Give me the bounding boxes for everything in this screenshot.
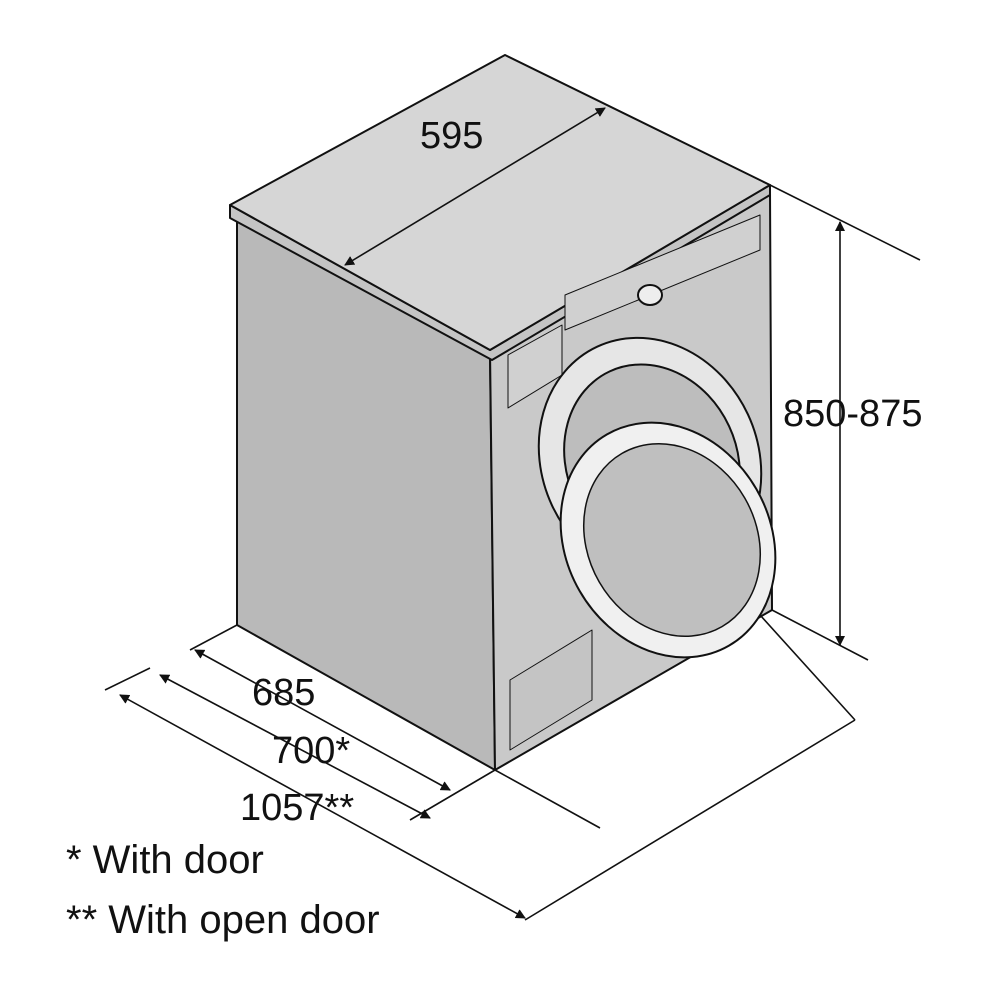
program-knob: [637, 284, 663, 306]
depth-open-door-label: 1057**: [240, 787, 355, 829]
depth-label: 685: [252, 672, 316, 714]
width-arrow: [344, 107, 606, 266]
note-open-door: ** With open door: [66, 898, 380, 942]
height-label: 850-875: [783, 393, 923, 435]
note-with-door: * With door: [66, 838, 264, 882]
control-display: [564, 214, 761, 331]
depth-with-door-label: 700*: [272, 730, 351, 772]
width-label: 595: [420, 115, 484, 157]
depth-open-door-arrow: [119, 694, 526, 919]
open-door-glass: [582, 443, 762, 637]
